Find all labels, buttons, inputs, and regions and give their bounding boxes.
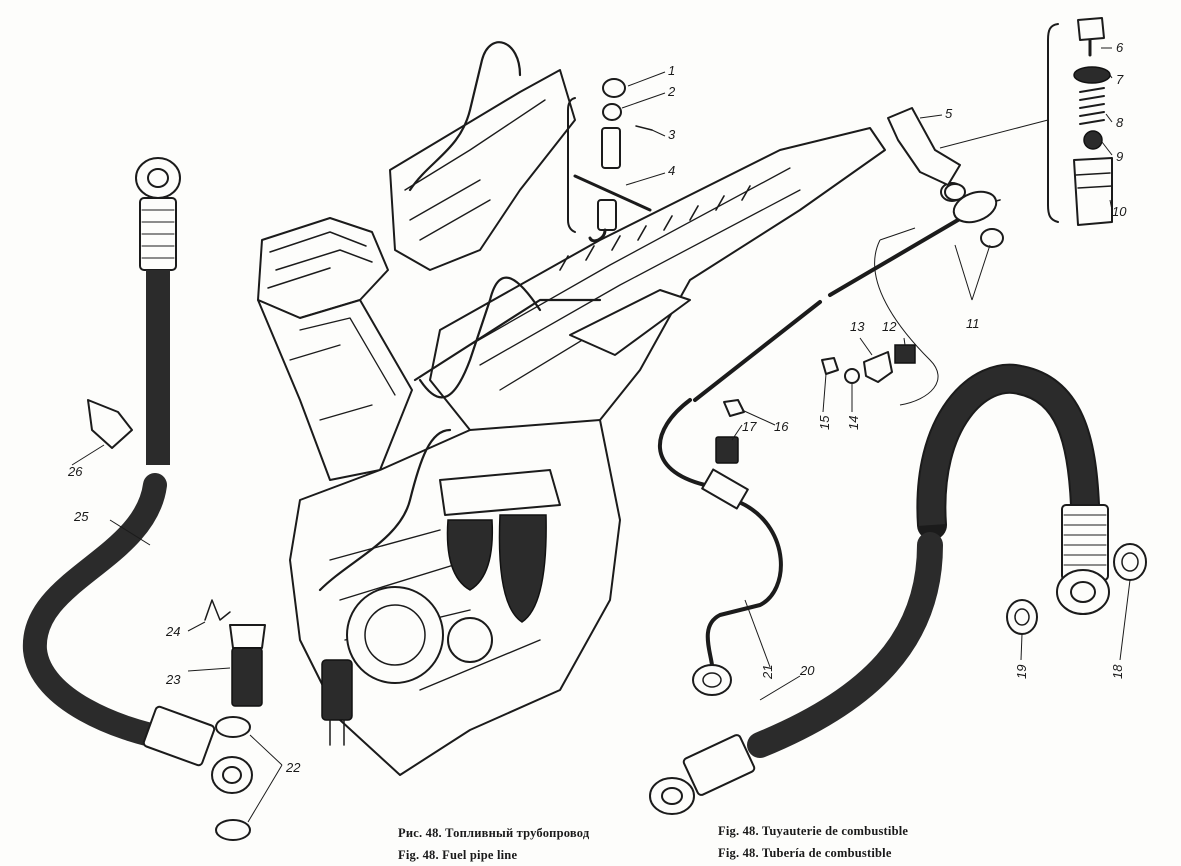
washer-14 [844,368,860,384]
engine-fuel-pipes [318,41,602,592]
callout-16: 16 [774,419,789,434]
washer-19 [1006,599,1038,635]
pad-12 [894,344,916,364]
caption-english: Fig. 48. Fuel pipe line [398,848,518,862]
washer-22b [215,819,251,841]
callout-20: 20 [799,663,815,678]
fitting-5 [887,107,966,201]
pin-3 [635,125,653,131]
nut-17 [715,436,739,464]
callout-21: 21 [760,665,775,680]
callout-17: 17 [742,419,757,434]
tee-4 [573,127,652,243]
callout-1: 1 [668,63,675,78]
clip-26 [87,399,133,449]
callout-10: 10 [1112,204,1127,219]
engine-assembly [257,69,886,776]
leader-lines [71,47,1131,823]
cap-1 [602,78,626,98]
callout-18: 18 [1110,664,1125,679]
callout-15: 15 [817,415,832,430]
callout-19: 19 [1014,665,1029,679]
callout-25: 25 [73,509,89,524]
callout-11: 11 [966,316,980,331]
nut-15 [821,357,839,375]
valve-stack-6-10 [1073,17,1113,226]
callout-24: 24 [165,624,180,639]
callout-22: 22 [285,760,301,775]
clamp-13 [863,351,893,383]
nut-2 [602,103,622,121]
callout-labels: 1 2 3 4 5 6 7 8 9 10 11 12 13 14 15 16 1… [67,40,1127,775]
callout-13: 13 [850,319,865,334]
caption-russian: Рис. 48. Топливный трубопровод [398,826,590,840]
callout-7: 7 [1116,72,1124,87]
callout-8: 8 [1116,115,1124,130]
callout-4: 4 [668,163,675,178]
callout-5: 5 [945,106,953,121]
callout-2: 2 [667,84,676,99]
callout-23: 23 [165,672,181,687]
callout-3: 3 [668,127,676,142]
caption-french: Fig. 48. Tuyauterie de combustible [718,824,909,838]
washer-22a [215,716,251,738]
callout-12: 12 [882,319,897,334]
callout-9: 9 [1116,149,1123,164]
caption-spanish: Fig. 48. Tubería de combustible [718,846,892,860]
bracket-6-10 [1047,23,1059,223]
bracket-1-4 [567,97,576,233]
washer-18 [1113,543,1147,581]
union-bolt-23 [204,599,266,707]
hose-25 [22,157,253,794]
callout-26: 26 [67,464,83,479]
hose-20 [649,363,1110,815]
callout-14: 14 [846,416,861,430]
nut-16 [723,399,745,417]
return-pipe-11 [693,182,1004,406]
callout-6: 6 [1116,40,1124,55]
fuel-pipe-21 [657,398,783,696]
